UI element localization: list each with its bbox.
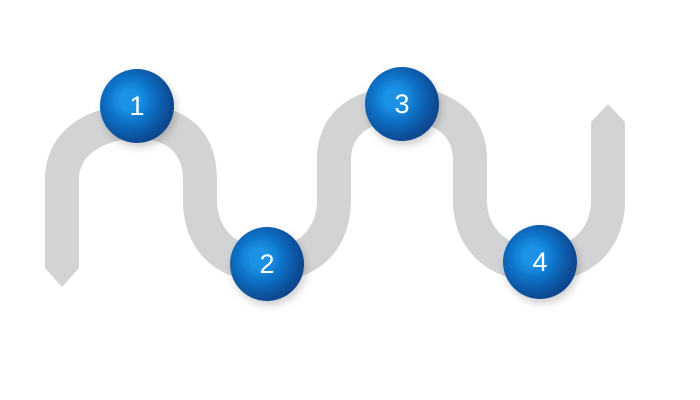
node-1-label: 1 xyxy=(129,91,144,121)
node-1-circle[interactable] xyxy=(100,69,174,143)
node-4[interactable]: 4 xyxy=(503,225,577,299)
wave-ribbon xyxy=(45,87,625,287)
node-3-circle[interactable] xyxy=(365,67,439,141)
node-2-label: 2 xyxy=(259,249,274,279)
node-3[interactable]: 3 xyxy=(365,67,439,141)
node-4-circle[interactable] xyxy=(503,225,577,299)
node-1[interactable]: 1 xyxy=(100,69,174,143)
node-4-label: 4 xyxy=(532,247,547,277)
node-2-circle[interactable] xyxy=(230,227,304,301)
node-3-label: 3 xyxy=(394,89,409,119)
node-2[interactable]: 2 xyxy=(230,227,304,301)
